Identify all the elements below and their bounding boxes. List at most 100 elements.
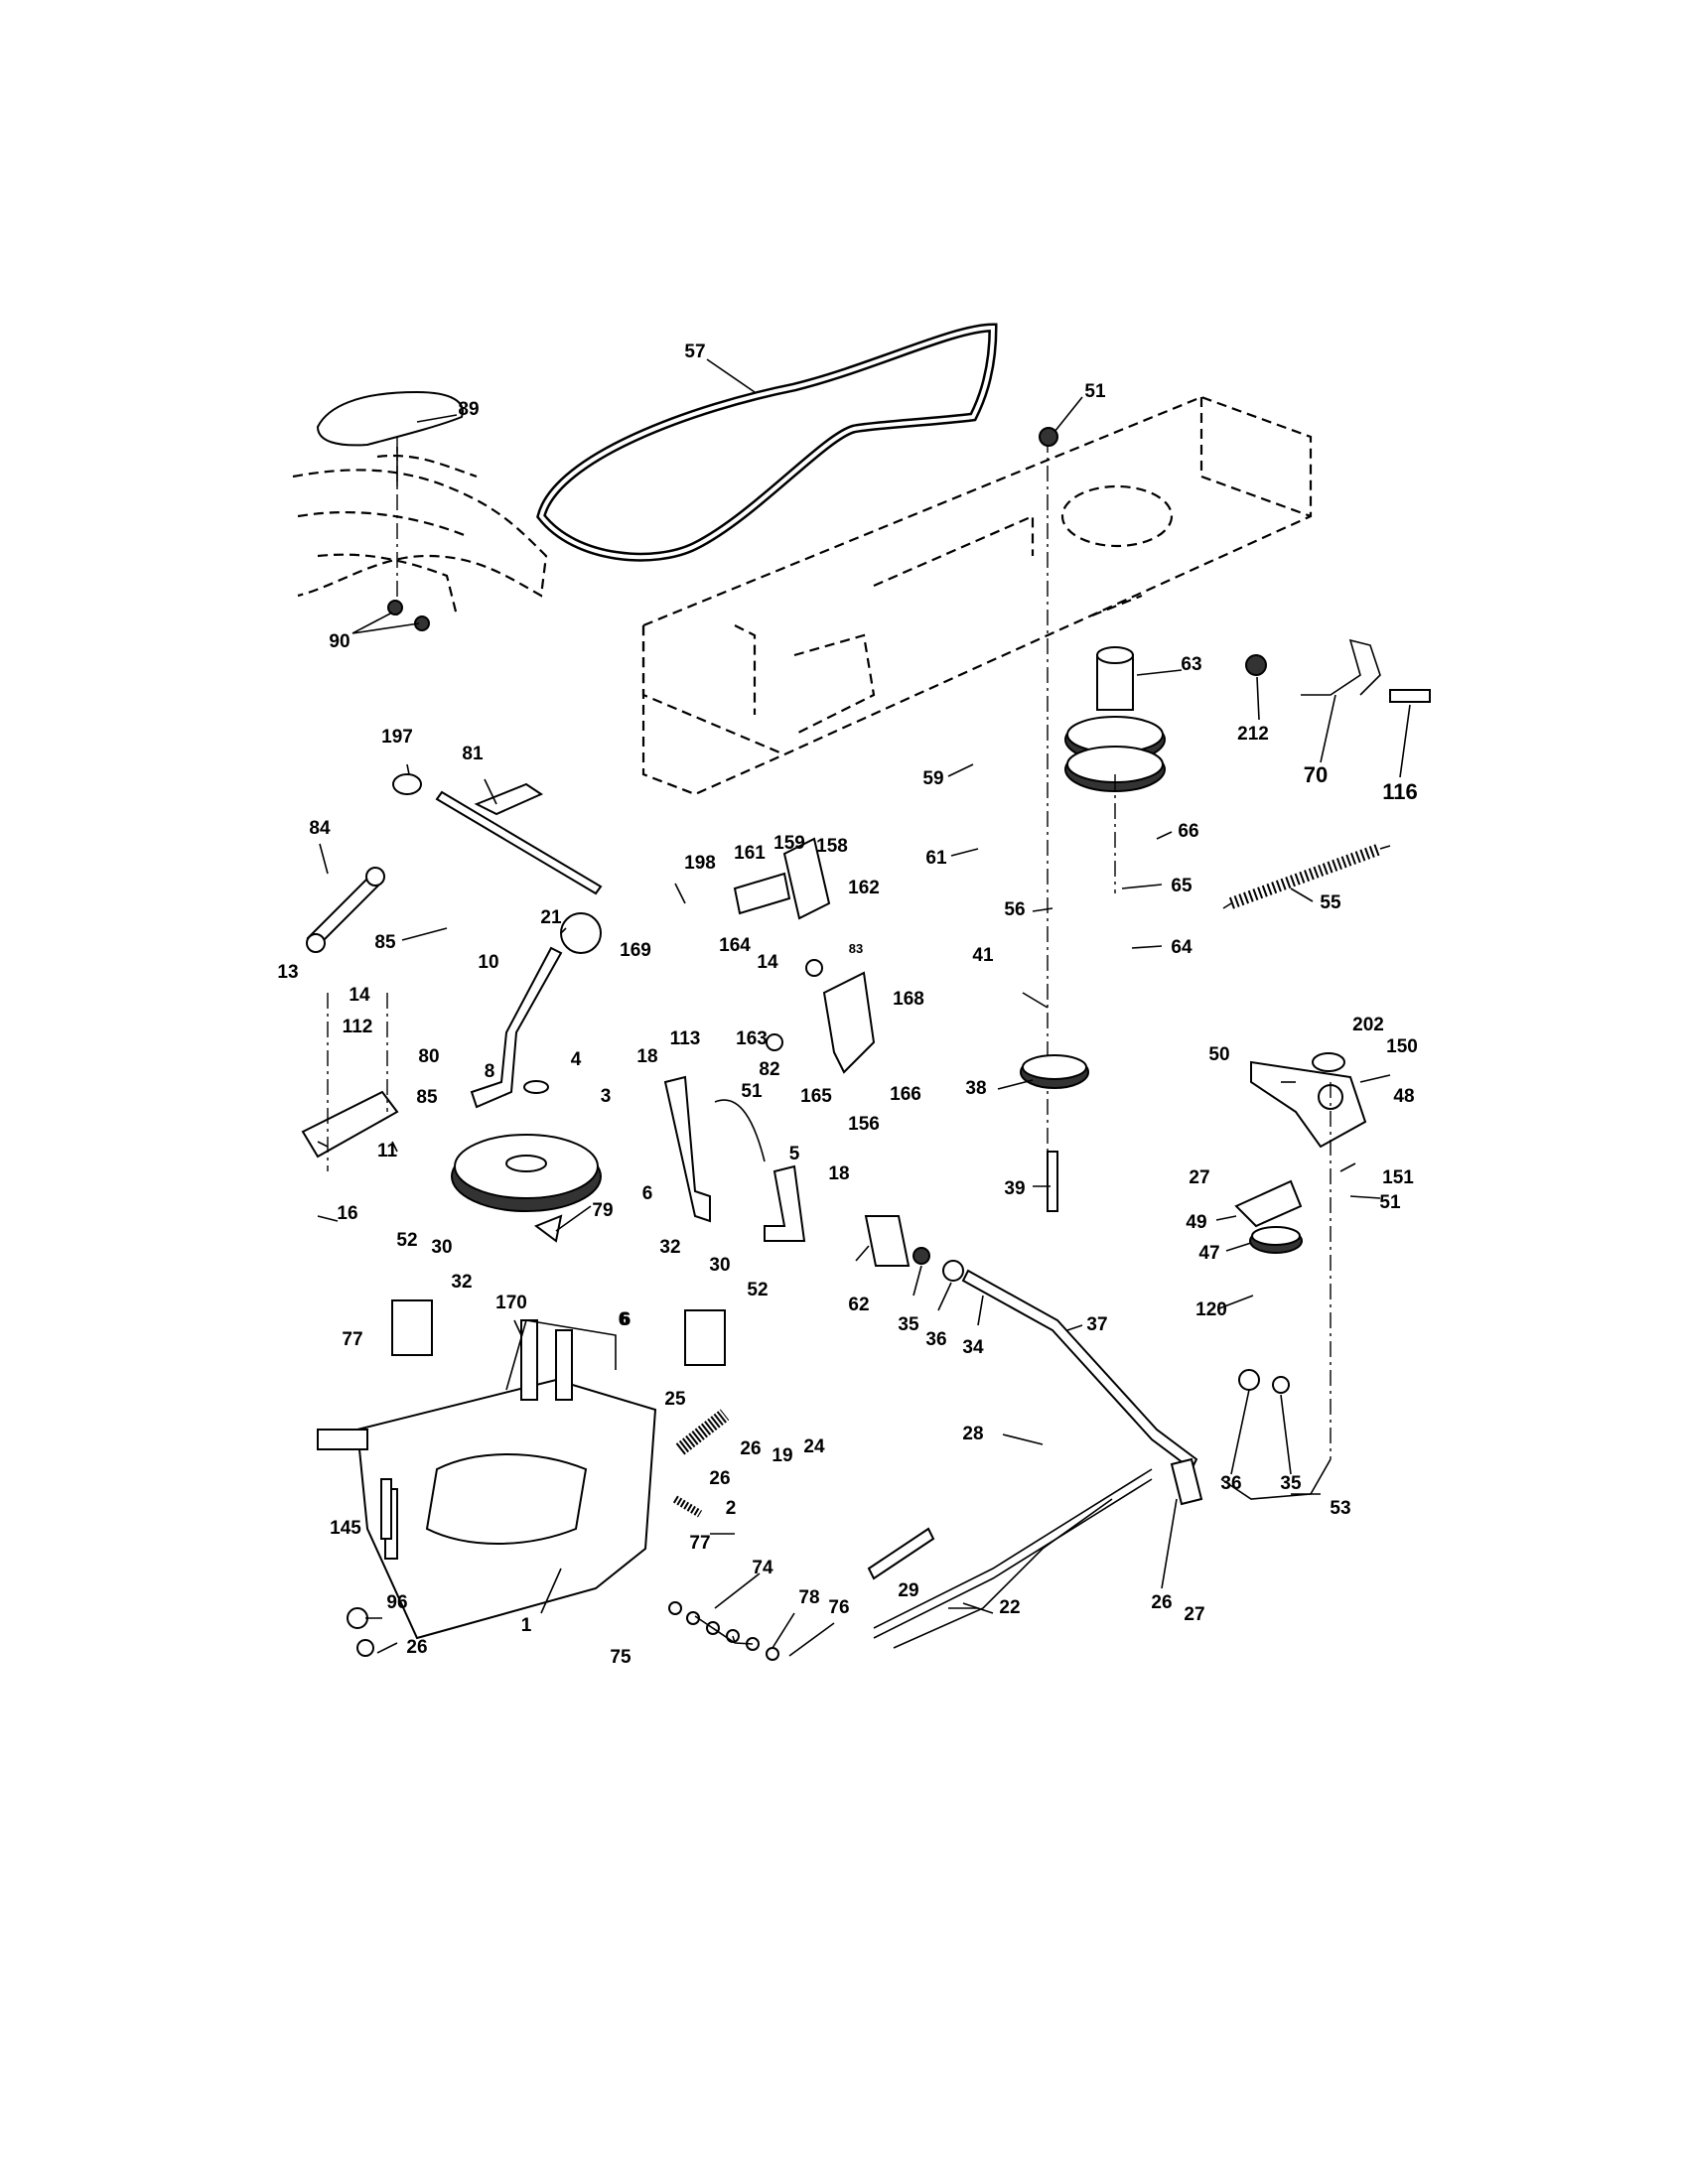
part-labels: 57 89 51 90 63 212 70 116 197 81 59 61 6… xyxy=(277,341,1417,1668)
frame-outline xyxy=(641,395,1313,796)
fender-cover xyxy=(316,390,464,615)
part-label: 80 xyxy=(418,1046,439,1067)
part-label: 10 xyxy=(478,952,498,973)
part-label: 51 xyxy=(741,1081,763,1102)
part-label: 76 xyxy=(828,1597,849,1618)
part-label: 55 xyxy=(1320,892,1341,913)
plate xyxy=(391,1299,433,1356)
pivot-rod xyxy=(864,1215,1203,1506)
part-label: 57 xyxy=(684,341,705,362)
part-label: 19 xyxy=(772,1445,792,1466)
part-label: 116 xyxy=(1382,779,1418,804)
part-label: 162 xyxy=(848,878,880,898)
part-label: 6 xyxy=(619,1309,630,1330)
part-label: 14 xyxy=(349,985,370,1006)
part-label: 53 xyxy=(1330,1498,1350,1519)
part-label: 79 xyxy=(592,1200,613,1221)
part-label: 34 xyxy=(962,1337,984,1358)
part-label: 35 xyxy=(898,1314,919,1335)
part-label: 70 xyxy=(1304,762,1328,787)
part-label: 64 xyxy=(1171,937,1193,958)
part-label: 47 xyxy=(1198,1243,1219,1264)
brake-bracket xyxy=(733,837,876,1074)
part-label: 18 xyxy=(828,1163,849,1184)
part-label: 29 xyxy=(898,1580,918,1601)
part-label: 165 xyxy=(800,1086,832,1107)
washer xyxy=(356,1639,374,1657)
transaxle xyxy=(317,1319,657,1640)
part-label: 30 xyxy=(431,1237,452,1258)
part-label: 38 xyxy=(965,1078,986,1099)
part-label: 158 xyxy=(816,836,848,857)
bolt xyxy=(1389,689,1431,703)
body-outline xyxy=(292,455,548,616)
part-label: 82 xyxy=(759,1059,779,1080)
part-label: 51 xyxy=(1379,1192,1401,1213)
shift-rod xyxy=(392,773,603,895)
part-label: 156 xyxy=(848,1114,880,1135)
part-label: 197 xyxy=(381,727,413,748)
part-label: 96 xyxy=(386,1592,407,1613)
part-label: 61 xyxy=(925,848,947,869)
part-label: 168 xyxy=(893,989,924,1010)
part-label: 26 xyxy=(709,1468,730,1489)
plate xyxy=(684,1309,726,1366)
part-label: 84 xyxy=(309,818,331,839)
part-label: 39 xyxy=(1004,1178,1025,1199)
spring xyxy=(1222,843,1391,909)
part-label: 6 xyxy=(642,1183,653,1204)
part-label: 2 xyxy=(726,1498,737,1519)
part-label: 22 xyxy=(999,1597,1020,1618)
part-label: 202 xyxy=(1352,1015,1384,1035)
part-label: 27 xyxy=(1184,1604,1204,1625)
part-label: 28 xyxy=(962,1424,983,1444)
part-label: 4 xyxy=(571,1049,582,1070)
lever-assembly xyxy=(301,867,399,1171)
part-label: 65 xyxy=(1171,876,1193,896)
idler-pulley xyxy=(1020,1054,1089,1212)
leader-lines xyxy=(317,358,1411,1657)
mount-brackets xyxy=(663,1075,806,1242)
part-label: 14 xyxy=(757,952,778,973)
nut xyxy=(387,600,403,615)
part-label: 25 xyxy=(664,1389,686,1410)
part-label: 112 xyxy=(343,1017,373,1037)
part-label: 63 xyxy=(1181,654,1201,675)
part-label: 49 xyxy=(1186,1212,1206,1233)
part-label: 16 xyxy=(337,1203,357,1224)
part-label: 24 xyxy=(803,1436,825,1457)
part-label: 113 xyxy=(670,1028,701,1049)
spring-2 xyxy=(672,1495,703,1518)
part-label: 56 xyxy=(1004,899,1025,920)
nut xyxy=(1245,654,1267,676)
idler-bracket xyxy=(1234,1052,1367,1459)
part-label: 198 xyxy=(684,853,716,874)
part-label: 1 xyxy=(521,1615,532,1636)
part-label: 170 xyxy=(495,1293,527,1313)
part-label: 145 xyxy=(330,1518,361,1539)
bolt-145 xyxy=(380,1478,392,1540)
pulley-assembly xyxy=(1047,437,1166,1201)
part-label: 166 xyxy=(890,1084,921,1105)
part-label: 169 xyxy=(620,940,651,961)
drive-belt xyxy=(536,323,998,562)
part-label: 77 xyxy=(689,1533,710,1554)
washer-stack xyxy=(668,1601,779,1661)
part-label: 151 xyxy=(1382,1167,1414,1188)
part-label: 150 xyxy=(1386,1036,1418,1057)
part-label: 13 xyxy=(277,962,298,983)
part-label: 26 xyxy=(406,1637,427,1658)
part-label: 36 xyxy=(1220,1473,1241,1494)
part-label: 6 xyxy=(621,1309,632,1330)
part-label: 11 xyxy=(377,1141,398,1161)
part-label: 18 xyxy=(636,1046,657,1067)
part-label: 120 xyxy=(1195,1299,1227,1320)
part-label: 21 xyxy=(540,907,562,928)
part-label: 41 xyxy=(972,945,994,966)
part-label: 75 xyxy=(610,1647,632,1668)
part-label: 36 xyxy=(925,1329,946,1350)
link-rod xyxy=(505,1319,617,1391)
part-label: 159 xyxy=(773,833,805,854)
part-label: 8 xyxy=(485,1061,495,1082)
part-label: 62 xyxy=(848,1295,869,1315)
